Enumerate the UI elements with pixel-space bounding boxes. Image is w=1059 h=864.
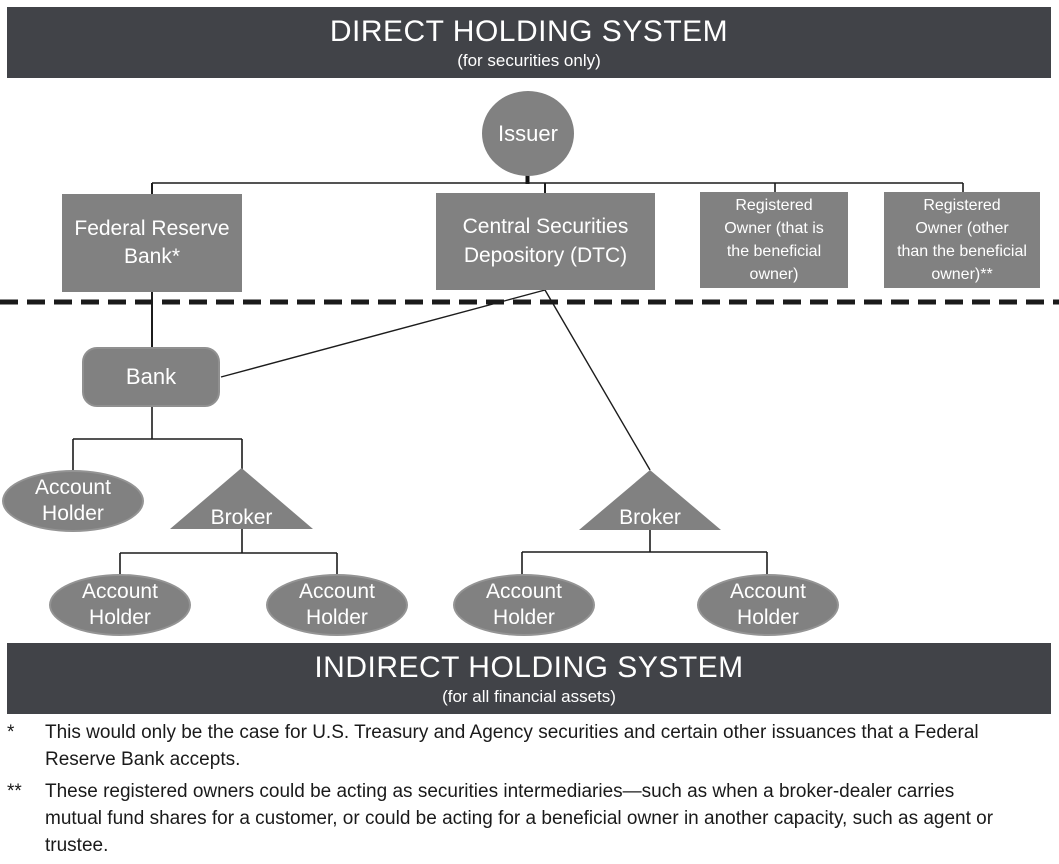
footnote-1: * This would only be the case for U.S. T…	[7, 719, 1053, 773]
indirect-holding-subtitle: (for all financial assets)	[442, 686, 616, 706]
node-registered-owner-other: Registered Owner (other than the benefic…	[884, 192, 1040, 288]
node-registered-owner-beneficial-label: Registered Owner (that is the beneficial…	[724, 196, 824, 284]
node-bank-label: Bank	[125, 364, 177, 389]
footnotes: * This would only be the case for U.S. T…	[7, 719, 1053, 864]
indirect-holding-system-banner: INDIRECT HOLDING SYSTEM (for all financi…	[7, 643, 1051, 714]
footnote-2-marker: **	[7, 781, 22, 802]
node-federal-reserve-bank: Federal Reserve Bank*	[62, 194, 242, 292]
direct-holding-system-banner: DIRECT HOLDING SYSTEM (for securities on…	[7, 7, 1051, 78]
node-account-holder-3: Account Holder	[266, 574, 408, 636]
node-issuer-label: Issuer	[498, 120, 558, 146]
indirect-holding-title: INDIRECT HOLDING SYSTEM	[314, 650, 744, 684]
node-account-holder-2: Account Holder	[49, 574, 191, 636]
footnote-1-marker: *	[7, 722, 15, 743]
node-registered-owner-beneficial: Registered Owner (that is the beneficial…	[700, 192, 848, 288]
footnote-2: ** These registered owners could be acti…	[7, 778, 1053, 859]
node-federal-reserve-bank-label: Federal Reserve Bank*	[74, 216, 230, 268]
node-account-holder-4: Account Holder	[453, 574, 595, 636]
node-account-holder-4-label: Account Holder	[486, 579, 562, 629]
footnote-1-text: This would only be the case for U.S. Tre…	[45, 722, 979, 770]
node-account-holder-5-label: Account Holder	[730, 579, 806, 629]
direct-holding-subtitle: (for securities only)	[457, 50, 601, 70]
direct-holding-title: DIRECT HOLDING SYSTEM	[329, 14, 729, 48]
footnote-2-text: These registered owners could be acting …	[45, 781, 994, 856]
node-bank: Bank	[82, 347, 220, 407]
node-broker-left-label: Broker	[210, 506, 273, 529]
node-account-holder-1: Account Holder	[2, 470, 144, 532]
node-registered-owner-other-label: Registered Owner (other than the benefic…	[897, 196, 1027, 284]
node-account-holder-2-label: Account Holder	[82, 579, 158, 629]
node-account-holder-1-label: Account Holder	[35, 475, 111, 525]
node-issuer: Issuer	[482, 91, 574, 176]
node-central-securities-depository: Central Securities Depository (DTC)	[436, 193, 655, 290]
node-central-securities-depository-label: Central Securities Depository (DTC)	[462, 215, 629, 267]
node-account-holder-5: Account Holder	[697, 574, 839, 636]
node-account-holder-3-label: Account Holder	[299, 579, 375, 629]
node-broker-right-label: Broker	[619, 506, 681, 529]
connector-dtc-broker	[544, 289, 651, 471]
